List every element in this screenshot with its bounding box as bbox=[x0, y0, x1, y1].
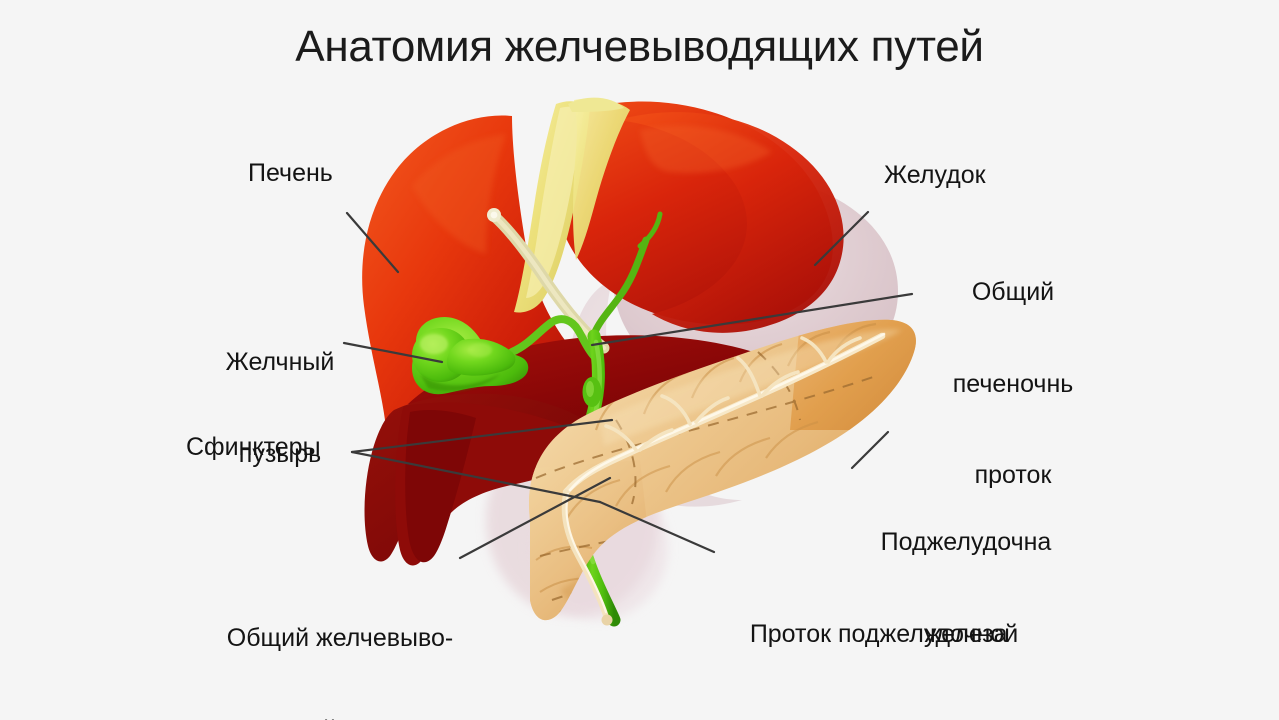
gallbladder-organ bbox=[412, 316, 529, 395]
label-pancreas: Поджелудочна железа bbox=[860, 466, 1072, 710]
gallbladder-highlight bbox=[420, 334, 448, 354]
pancreatic-duct-branches bbox=[604, 336, 862, 452]
leader-common-bile-duct bbox=[458, 476, 612, 560]
gallbladder-shadow bbox=[420, 374, 500, 392]
label-pancreatic-duct-line1: Проток поджелудочной bbox=[749, 620, 1019, 648]
label-gallbladder-line2: пузырь bbox=[238, 439, 322, 468]
label-common-hepatic-duct-line1: Общий bbox=[971, 278, 1055, 306]
label-sphincters: Сфинктеры bbox=[186, 433, 321, 461]
hepatic-duct-highlight bbox=[491, 213, 607, 351]
ligament-highlight bbox=[526, 106, 584, 298]
liver-tip-shadow bbox=[405, 410, 476, 563]
right-hepatic-branch-upper bbox=[637, 211, 663, 249]
terminal-duct-highlight bbox=[565, 492, 608, 614]
terminal-pancreatic-duct bbox=[561, 489, 609, 619]
gallbladder-highlight-neck bbox=[468, 343, 492, 357]
liver-right-lobe-sweep bbox=[618, 112, 844, 333]
pancreatic-duct bbox=[561, 332, 886, 626]
label-common-hepatic-duct-line2: печеночнь bbox=[952, 369, 1074, 398]
common-hepatic-duct bbox=[487, 208, 610, 354]
label-common-hepatic-duct: Общий печеночнь проток bbox=[918, 216, 1108, 552]
leader-sphincter-a bbox=[350, 450, 602, 504]
leader-pancreas bbox=[850, 430, 890, 470]
label-common-bile-duct-line1: Общий желчевыво- bbox=[226, 624, 454, 652]
label-common-hepatic-duct-line3: проток bbox=[974, 461, 1052, 489]
leader-liver bbox=[345, 211, 400, 274]
label-gallbladder: Желчный пузырь bbox=[196, 286, 364, 530]
hepatic-duct-origin-core bbox=[490, 211, 498, 219]
cystic-duct bbox=[508, 315, 598, 360]
leader-sphincter-b bbox=[350, 418, 614, 454]
label-stomach: Желудок bbox=[884, 161, 986, 189]
leader-lines-group bbox=[342, 210, 914, 560]
duodenal-papilla bbox=[601, 614, 613, 626]
label-liver: Печень bbox=[248, 159, 333, 187]
liver-highlight-left bbox=[412, 134, 506, 254]
ligament-upper-wedge bbox=[573, 98, 630, 260]
right-hepatic-branch bbox=[590, 236, 650, 338]
leader-common-hepatic-duct bbox=[590, 292, 914, 347]
label-pancreas-line1: Поджелудочна bbox=[880, 528, 1052, 556]
label-pancreatic-duct-line2: железы bbox=[714, 711, 1054, 720]
label-common-bile-duct-line2: дящий проток bbox=[190, 715, 490, 720]
page-title: Анатомия желчевыводящих путей bbox=[295, 22, 984, 71]
label-gallbladder-line1: Желчный bbox=[225, 348, 335, 376]
leader-pancreatic-duct bbox=[598, 500, 716, 554]
bile-duct-bulge-highlight bbox=[586, 381, 594, 397]
label-pancreatic-duct: Проток поджелудочной железы bbox=[714, 558, 1054, 720]
pancreas-sheen bbox=[600, 329, 902, 446]
liver-highlight-right bbox=[640, 125, 772, 174]
leader-gallbladder bbox=[342, 341, 444, 364]
pancreas-lobules-lower bbox=[565, 420, 819, 521]
ligament-notch bbox=[568, 97, 624, 112]
leader-stomach bbox=[813, 210, 870, 267]
gallbladder-neck bbox=[446, 338, 516, 376]
label-pancreas-line2: железа bbox=[924, 619, 1008, 648]
label-common-bile-duct: Общий желчевыво- дящий проток bbox=[190, 562, 490, 720]
